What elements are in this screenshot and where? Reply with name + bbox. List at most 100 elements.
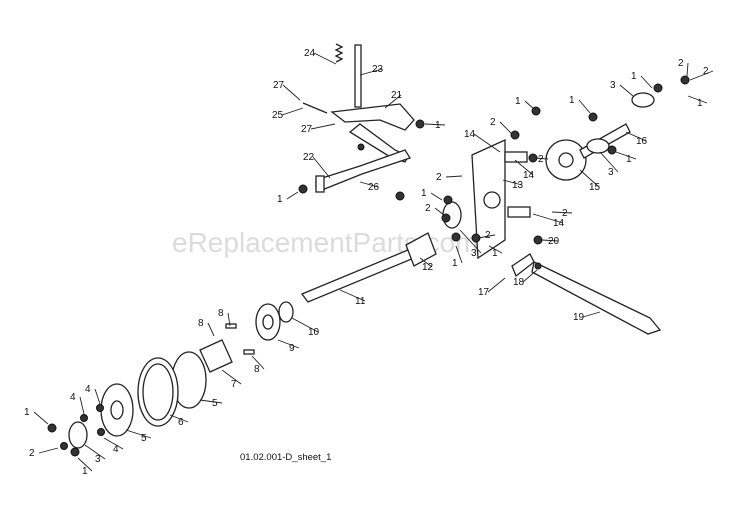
leader-line-4: [79, 396, 85, 415]
callout-2: 2: [678, 58, 684, 69]
callout-14: 14: [464, 129, 476, 140]
rod-19: [531, 261, 662, 335]
washer-2i: [60, 442, 68, 450]
bracket-22-end: [315, 175, 325, 193]
callout-2: 2: [29, 448, 35, 459]
callout-14: 14: [553, 218, 565, 229]
callout-13: 13: [512, 180, 524, 191]
callout-21: 21: [391, 90, 403, 101]
spacer-14b: [507, 206, 531, 218]
gear-plate-assembly: [441, 75, 690, 260]
leader-line-7: [221, 369, 242, 385]
leader-line-2: [534, 157, 549, 160]
pin-20: [533, 235, 543, 245]
leader-line-3: [459, 229, 482, 254]
leader-line-8: [227, 312, 231, 327]
spacer-14a: [504, 151, 528, 163]
callout-12: 12: [422, 262, 434, 273]
leader-line-1: [640, 75, 653, 89]
clip-27: [357, 143, 365, 151]
leader-line-14: [514, 159, 534, 176]
callout-1: 1: [626, 154, 632, 165]
callout-8: 8: [254, 364, 260, 375]
callout-3: 3: [610, 80, 616, 91]
nut-1e: [588, 112, 598, 122]
lever-21: [330, 103, 415, 131]
callout-5: 5: [212, 398, 218, 409]
callout-16: 16: [636, 136, 648, 147]
leader-line-1: [687, 95, 708, 104]
callout-2: 2: [485, 230, 491, 241]
leader-line-4: [94, 388, 101, 405]
screw-4c: [96, 404, 104, 412]
nut-1a: [298, 184, 308, 194]
callout-3: 3: [608, 167, 614, 178]
callout-4: 4: [85, 384, 91, 395]
leader-line-27: [310, 123, 336, 130]
ring-10: [278, 301, 294, 323]
leader-line-25: [281, 107, 304, 116]
leader-line-26: [359, 181, 379, 188]
callout-1: 1: [697, 98, 703, 109]
nut-1f: [653, 83, 663, 93]
leader-line-23: [359, 68, 383, 76]
callout-25: 25: [272, 110, 284, 121]
spring-24: [334, 43, 344, 63]
sheet-label: 01.02.001-D_sheet_1: [240, 452, 331, 463]
leader-line-14: [473, 133, 501, 153]
leader-line-2: [499, 121, 512, 134]
nut-1g: [607, 145, 617, 155]
callout-1: 1: [515, 96, 521, 107]
leader-line-1: [430, 192, 443, 201]
callout-11: 11: [355, 296, 366, 307]
leader-line-9: [277, 339, 300, 349]
bolt-8a: [225, 323, 237, 329]
leader-line-11: [339, 289, 366, 302]
callout-18: 18: [513, 277, 525, 288]
leader-line-1: [615, 151, 637, 160]
leader-line-2: [434, 207, 445, 216]
leader-line-1: [455, 245, 463, 264]
nut-1l: [70, 447, 80, 457]
callout-26: 26: [368, 182, 380, 193]
leader-line-2: [686, 62, 689, 77]
linkage-assembly: [298, 43, 425, 201]
rod-23: [354, 44, 362, 108]
callout-1: 1: [569, 95, 575, 106]
callout-20: 20: [548, 236, 560, 247]
crank-17: [511, 253, 535, 278]
leader-line-5: [125, 429, 152, 439]
leader-line-20: [541, 239, 559, 242]
callout-2: 2: [538, 154, 544, 165]
leader-line-10: [291, 317, 319, 333]
leader-line-2: [38, 447, 59, 454]
flange-3a: [586, 138, 610, 154]
leader-line-13: [502, 179, 523, 186]
leader-line-24: [313, 52, 337, 65]
washer-2a: [680, 75, 690, 85]
leader-line-1: [424, 123, 446, 126]
callout-27: 27: [273, 80, 285, 91]
leader-line-2: [551, 211, 573, 214]
callout-2: 2: [703, 66, 709, 77]
washer-2b: [510, 130, 520, 140]
callout-1: 1: [24, 407, 30, 418]
pin-18: [534, 262, 542, 270]
callout-7: 7: [231, 379, 237, 390]
shaft-assembly: [47, 232, 662, 457]
nut-1c: [395, 191, 405, 201]
leader-line-5: [199, 399, 223, 404]
callout-22: 22: [303, 152, 315, 163]
callout-14: 14: [523, 170, 535, 181]
callout-4: 4: [113, 444, 119, 455]
callout-6: 6: [178, 417, 184, 428]
callout-2: 2: [562, 208, 568, 219]
callout-5: 5: [141, 433, 147, 444]
nut-1b: [415, 119, 425, 129]
hub-7: [199, 339, 233, 373]
leader-line-8: [207, 322, 215, 337]
callout-4: 4: [70, 392, 76, 403]
callout-23: 23: [372, 64, 384, 75]
leader-line-16: [625, 131, 647, 142]
